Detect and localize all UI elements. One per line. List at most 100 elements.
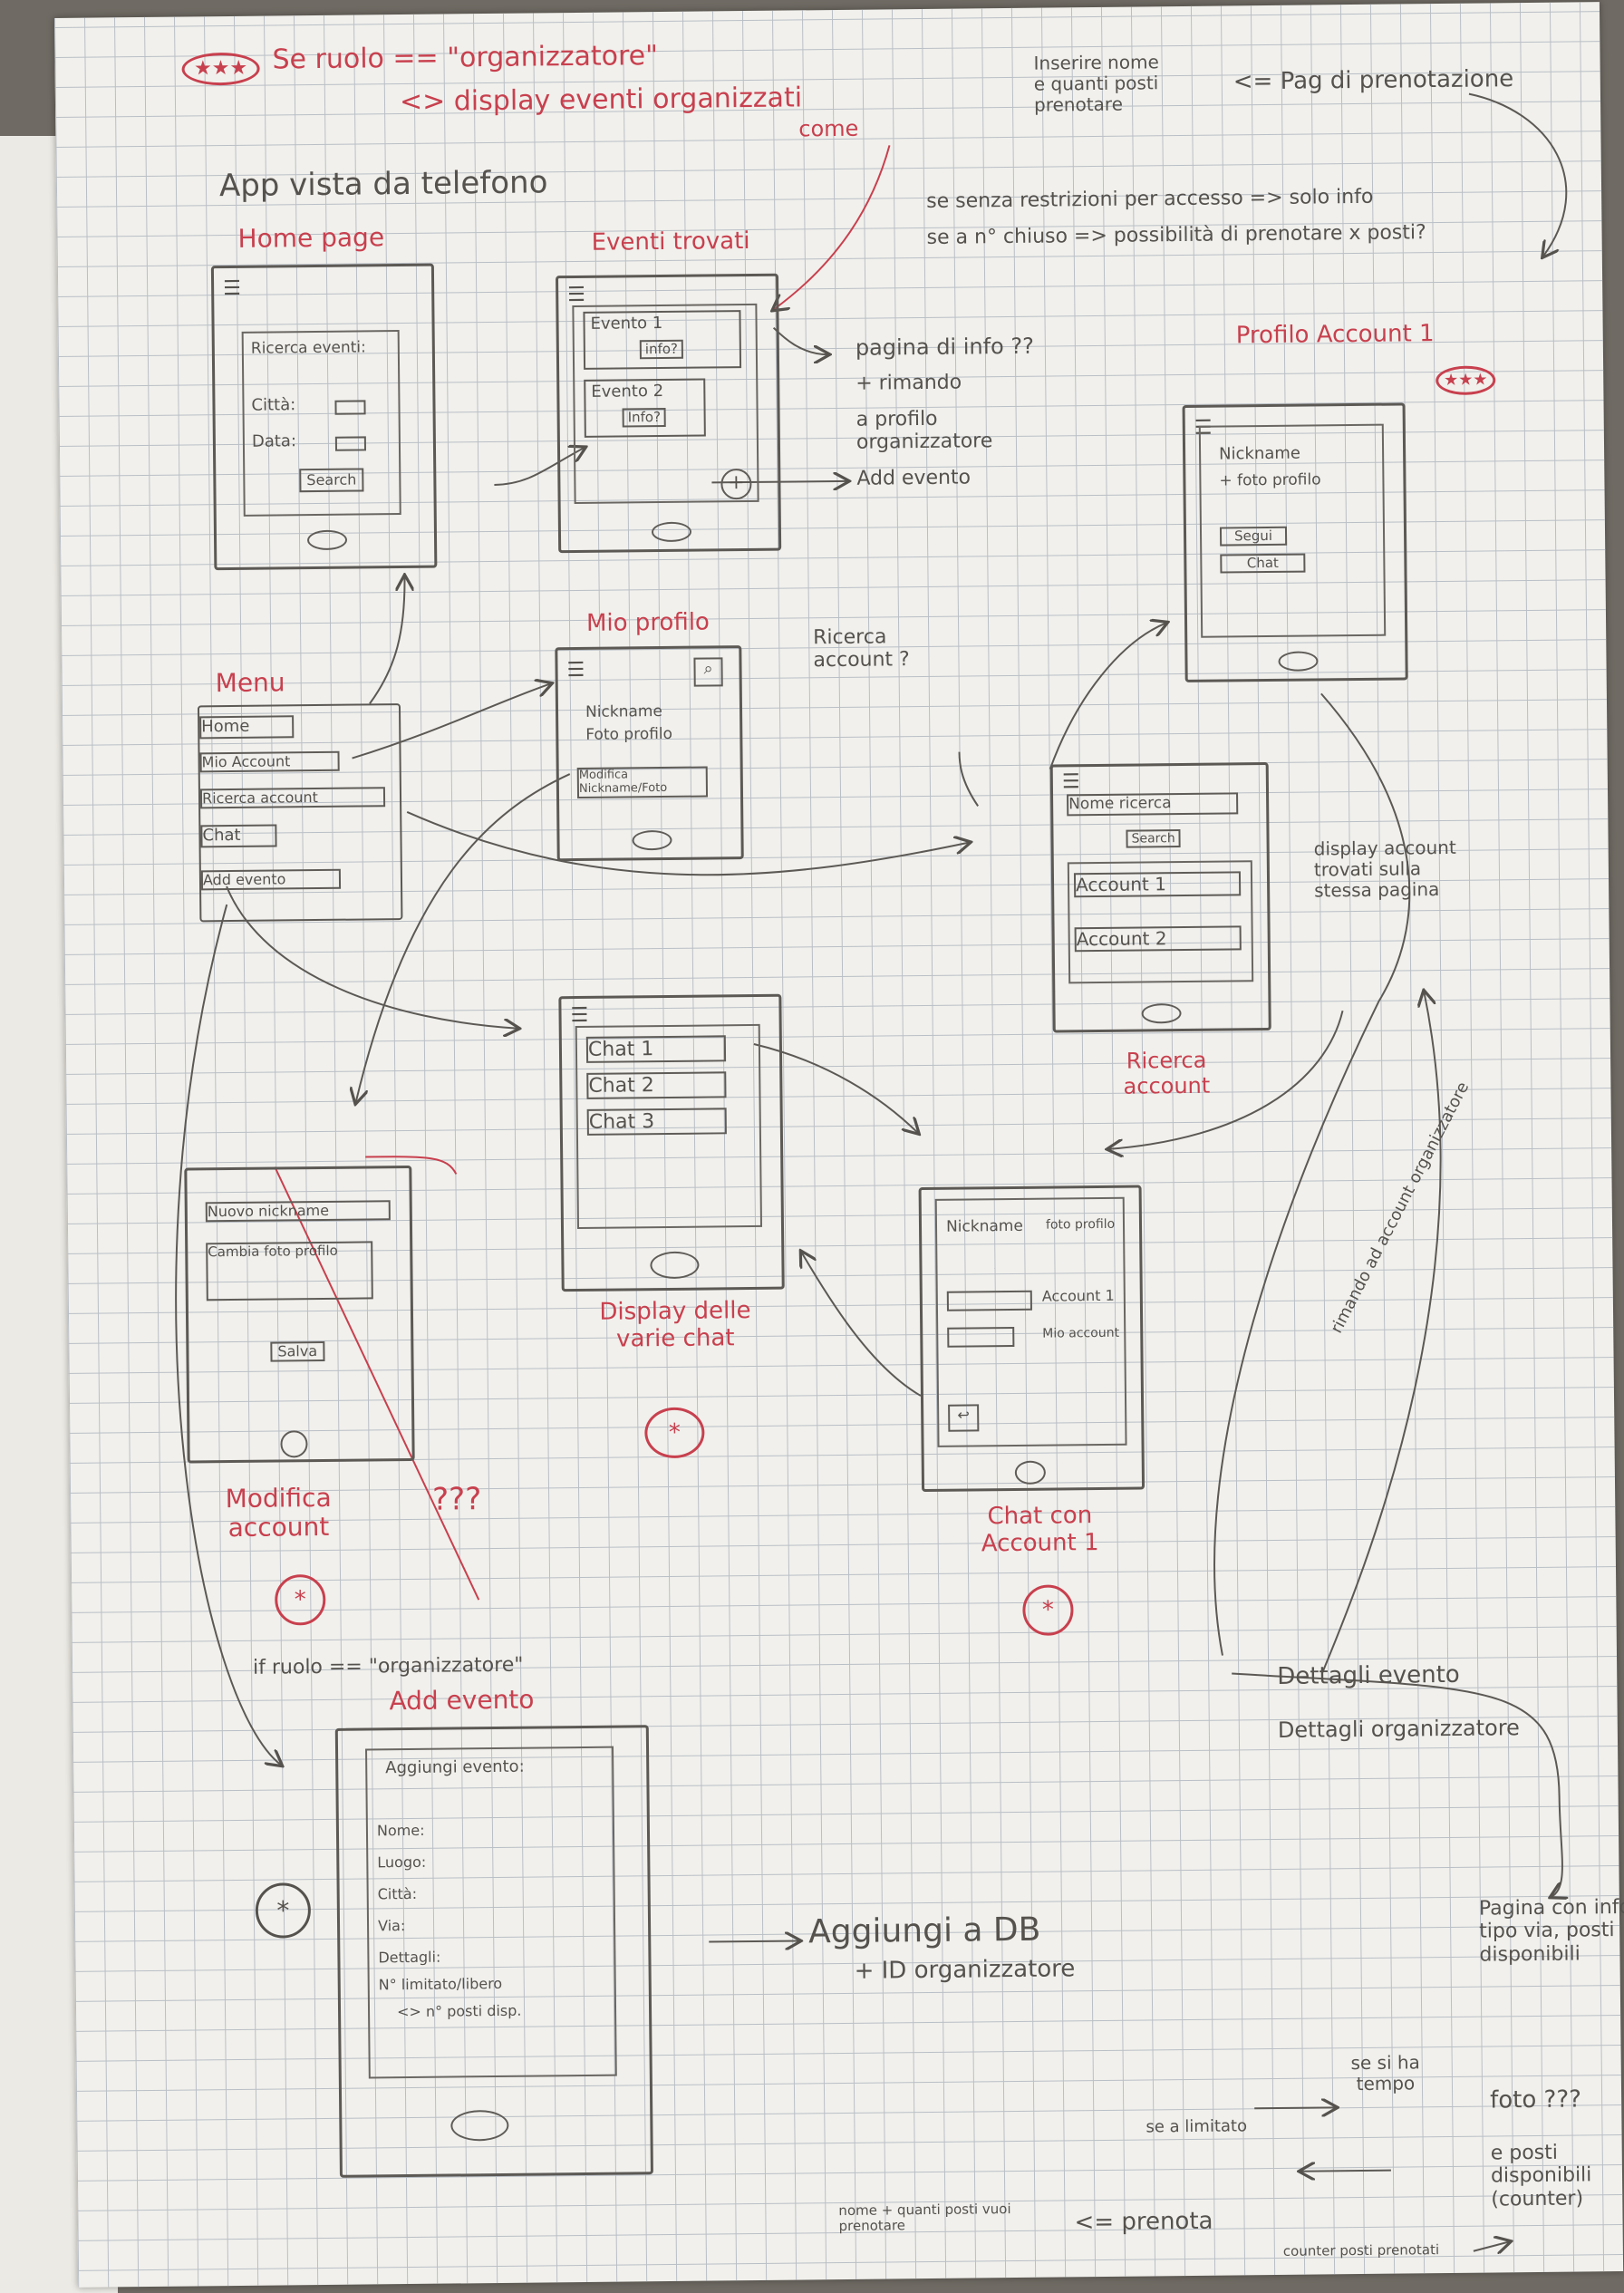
modifica-button[interactable]: Modifica Nickname/Foto [576, 766, 709, 798]
home-button[interactable] [1014, 1460, 1046, 1485]
arrow-counter [1473, 2241, 1510, 2250]
event-card-2[interactable]: Evento 2 Info? [584, 378, 706, 438]
account1-nickname: Nickname [1218, 443, 1301, 464]
arrow-chat-to-chats [801, 1251, 922, 1397]
field-citta[interactable]: Città: [377, 1884, 418, 1903]
event-1-info-button[interactable]: info? [639, 339, 684, 360]
note-top-3: come [798, 115, 859, 142]
back-icon[interactable]: ↩ [948, 1404, 980, 1432]
home-screen: Ricerca eventi: Città: Data: Search [241, 330, 401, 517]
display-accounts-note: display account trovati sulla stessa pag… [1313, 836, 1456, 902]
cambia-foto-button[interactable]: Cambia foto profilo [206, 1241, 373, 1301]
nuovo-nickname-input[interactable]: Nuovo nickname [205, 1200, 391, 1223]
field-luogo[interactable]: Luogo: [377, 1853, 427, 1872]
city-label: Città: [251, 395, 296, 415]
modifica-question: ??? [431, 1481, 482, 1518]
arrow-add-evento [711, 481, 847, 483]
home-button[interactable] [280, 1430, 308, 1458]
menu-item-home[interactable]: Home [199, 715, 295, 740]
eventi-screen: Evento 1 info? Evento 2 Info? + [572, 303, 759, 505]
field-limitato[interactable]: N° limitato/libero [378, 1974, 503, 1994]
star-marker: * [274, 1573, 326, 1626]
search-icon[interactable]: ⌕ [693, 657, 723, 687]
search-button[interactable]: Search [1126, 829, 1181, 848]
chat-item-1[interactable]: Chat 1 [585, 1035, 727, 1064]
event-card-1[interactable]: Evento 1 info? [583, 310, 742, 370]
chat-nickname: Nickname [945, 1216, 1023, 1236]
arrow-ricerca-to-chat [1107, 1010, 1344, 1149]
arrow-menu-to-home [369, 576, 405, 704]
modifica-label: Modifica account [225, 1482, 332, 1543]
event-2-info-button[interactable]: Info? [622, 407, 667, 428]
result-account-2[interactable]: Account 2 [1074, 925, 1242, 953]
menu-icon[interactable]: ☰ [567, 283, 586, 307]
menu-item-account[interactable]: Mio Account [199, 750, 340, 773]
field-dettagli[interactable]: Dettagli: [378, 1948, 441, 1967]
salva-button[interactable]: Salva [270, 1340, 325, 1362]
pagina-info-note: Pagina con info tipo via, posti disponib… [1478, 1895, 1624, 1967]
ricerca-account-note: Ricerca account ? [813, 625, 910, 672]
menu-item-add-evento[interactable]: Add evento [200, 868, 342, 891]
chat-foto: foto profilo [1045, 1216, 1116, 1233]
menu-icon[interactable]: ☰ [223, 276, 242, 301]
chat-item-2[interactable]: Chat 2 [586, 1071, 727, 1100]
nome-posti-note: nome + quanti posti vuoi prenotare [838, 2201, 1011, 2235]
eventi-label: Eventi trovati [591, 227, 750, 256]
red-scribble [365, 1156, 458, 1175]
menu-icon[interactable]: ☰ [570, 1003, 589, 1028]
home-button[interactable] [632, 829, 672, 851]
search-name-input[interactable]: Nome ricerca [1067, 792, 1239, 816]
home-button[interactable] [1141, 1003, 1182, 1024]
star-marker: * [255, 1882, 312, 1939]
arrow-menu-to-ricerca [406, 811, 970, 876]
field-nome[interactable]: Nome: [376, 1821, 425, 1840]
home-phone: ☰ Ricerca eventi: Città: Data: Search [210, 263, 438, 571]
aggiungi-db-note: Aggiungi a DB [807, 1911, 1041, 1951]
counter-posti-note: counter posti prenotati [1282, 2241, 1440, 2259]
red-cross-line [274, 1166, 480, 1601]
add-event-icon[interactable]: + [720, 468, 752, 500]
account1-label: Profilo Account 1 [1235, 320, 1435, 350]
field-posti[interactable]: <> n° posti disp. [396, 2001, 522, 2021]
message-bubble [947, 1326, 1015, 1348]
home-button[interactable] [650, 1251, 700, 1280]
chat-item-3[interactable]: Chat 3 [586, 1108, 727, 1137]
field-via[interactable]: Via: [377, 1917, 406, 1935]
ricerca-label: Ricerca account [1123, 1047, 1211, 1099]
page-info-note: pagina di info ?? [855, 333, 1035, 361]
home-button[interactable] [1278, 651, 1319, 672]
chat-button[interactable]: Chat [1220, 553, 1306, 574]
result-account-1[interactable]: Account 1 [1073, 871, 1242, 898]
menu-panel: Home Mio Account Ricerca account Chat Ad… [197, 703, 403, 923]
event-2-title: Evento 2 [591, 381, 664, 402]
arrow-limitato [1300, 2171, 1391, 2172]
message-bubble [946, 1290, 1032, 1311]
arrow-menu-to-add [175, 904, 282, 1766]
account1-foto: + foto profilo [1219, 470, 1321, 490]
menu-item-ricerca[interactable]: Ricerca account [199, 787, 386, 809]
arrow-foto [1254, 2107, 1336, 2108]
se-ha-tempo-note: se si ha tempo [1350, 2051, 1420, 2095]
page-title: App vista da telefono [218, 164, 548, 205]
arrow-info [772, 326, 828, 355]
home-label: Home page [237, 222, 385, 254]
home-button[interactable] [450, 2109, 509, 2142]
segui-button[interactable]: Segui [1219, 526, 1288, 547]
date-input[interactable] [334, 436, 367, 451]
home-button[interactable] [306, 529, 348, 551]
menu-item-chat[interactable]: Chat [200, 824, 277, 848]
account1-phone: ☰ Nickname + foto profilo Segui Chat [1182, 402, 1408, 682]
add-evento-note: Add evento [856, 466, 972, 490]
menu-icon[interactable]: ☰ [566, 658, 585, 682]
profilo-label: Mio profilo [585, 608, 710, 637]
search-button[interactable]: Search [299, 468, 364, 493]
menu-icon[interactable]: ☰ [1061, 770, 1080, 794]
arrow-search [958, 751, 979, 807]
profilo-phone: ☰ ⌕ Nickname Foto profilo Modifica Nickn… [555, 645, 744, 862]
home-button[interactable] [651, 521, 692, 543]
star-marker: * [1022, 1584, 1074, 1636]
city-input[interactable] [334, 400, 366, 415]
arrow-prenota-loop [1468, 92, 1568, 257]
eventi-phone: ☰ Evento 1 info? Evento 2 Info? + [556, 273, 782, 554]
add-evento-form: Aggiungi evento: Nome: Luogo: Città: Via… [365, 1746, 617, 2079]
